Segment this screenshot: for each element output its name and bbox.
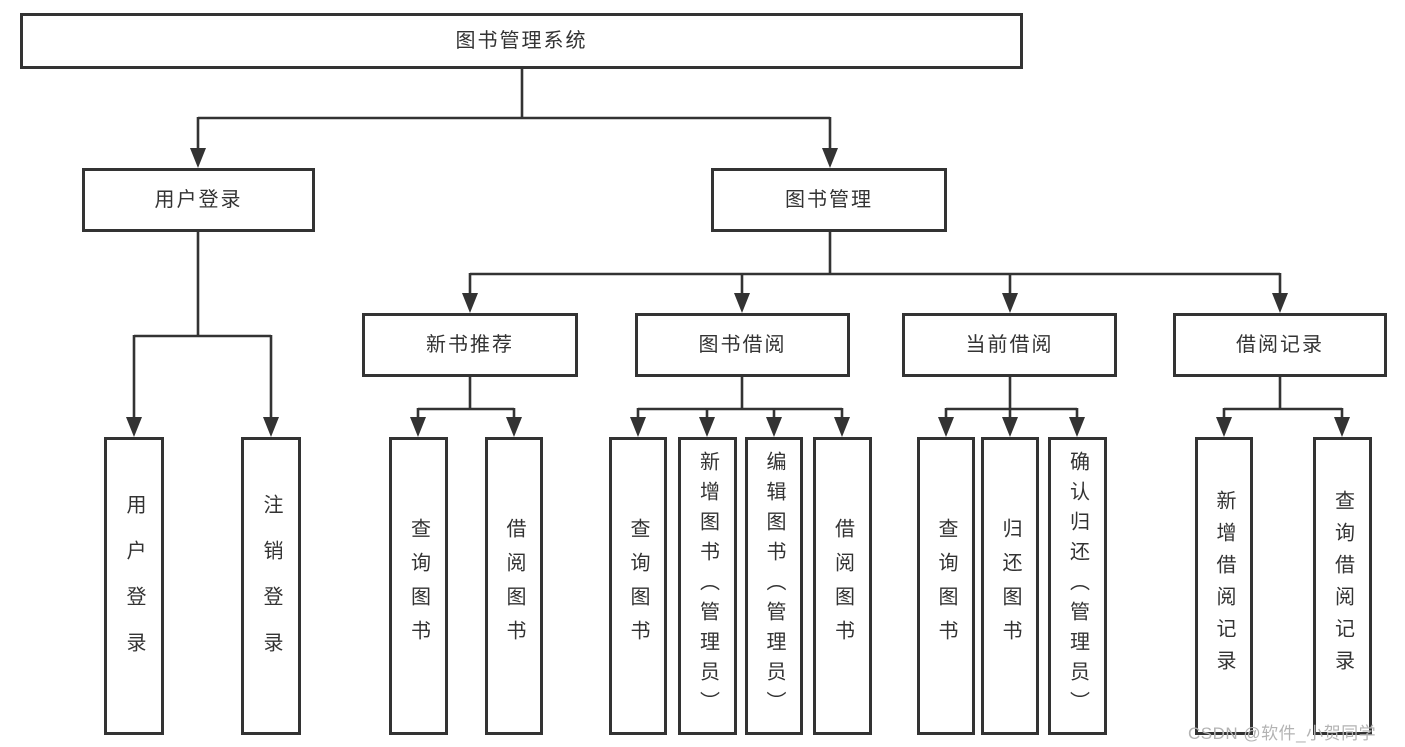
leaf-current-query-books-label: 查询图书 bbox=[935, 518, 957, 654]
node-book-borrowing: 图书借阅 bbox=[635, 313, 850, 377]
leaf-current-query-books: 查询图书 bbox=[917, 437, 975, 735]
leaf-add-borrow-record-label: 新增借阅记录 bbox=[1213, 490, 1235, 682]
node-current-borrowing-label: 当前借阅 bbox=[965, 334, 1054, 356]
leaf-borrowing-query-books-label: 查询图书 bbox=[627, 518, 649, 654]
leaf-recommend-query-books: 查询图书 bbox=[389, 437, 448, 735]
arrowhead-icons bbox=[126, 148, 1350, 437]
leaf-add-books-admin-label: 新增图书（管理员） bbox=[696, 451, 719, 721]
node-borrowing-records-label: 借阅记录 bbox=[1236, 334, 1324, 356]
leaf-logout: 注销登录 bbox=[241, 437, 301, 735]
leaf-borrowing-borrow-books-label: 借阅图书 bbox=[831, 518, 854, 654]
leaf-edit-books-admin-label: 编辑图书（管理员） bbox=[763, 451, 785, 721]
leaf-recommend-borrow-books: 借阅图书 bbox=[485, 437, 543, 735]
node-user-login: 用户登录 bbox=[82, 168, 315, 232]
node-root: 图书管理系统 bbox=[20, 13, 1023, 69]
node-new-book-recommendation: 新书推荐 bbox=[362, 313, 578, 377]
node-book-management: 图书管理 bbox=[711, 168, 947, 232]
leaf-confirm-return-admin-label: 确认归还（管理员） bbox=[1066, 451, 1089, 721]
leaf-query-borrow-record-label: 查询借阅记录 bbox=[1331, 490, 1354, 682]
leaf-borrowing-borrow-books: 借阅图书 bbox=[813, 437, 872, 735]
leaf-borrowing-query-books: 查询图书 bbox=[609, 437, 667, 735]
node-user-login-label: 用户登录 bbox=[154, 189, 243, 211]
node-new-book-recommendation-label: 新书推荐 bbox=[426, 334, 514, 356]
node-book-management-label: 图书管理 bbox=[785, 189, 873, 211]
node-root-label: 图书管理系统 bbox=[455, 30, 588, 52]
leaf-user-login-label: 用户登录 bbox=[123, 494, 145, 678]
leaf-edit-books-admin: 编辑图书（管理员） bbox=[745, 437, 803, 735]
node-book-borrowing-label: 图书借阅 bbox=[698, 334, 787, 356]
leaf-user-login: 用户登录 bbox=[104, 437, 164, 735]
leaf-query-borrow-record: 查询借阅记录 bbox=[1313, 437, 1372, 735]
csdn-watermark: CSDN @软件_小贺同学 bbox=[1188, 724, 1377, 743]
leaf-recommend-query-books-label: 查询图书 bbox=[407, 518, 430, 654]
leaf-logout-label: 注销登录 bbox=[260, 494, 282, 678]
leaf-add-borrow-record: 新增借阅记录 bbox=[1195, 437, 1253, 735]
leaf-add-books-admin: 新增图书（管理员） bbox=[678, 437, 737, 735]
leaf-return-books: 归还图书 bbox=[981, 437, 1039, 735]
node-borrowing-records: 借阅记录 bbox=[1173, 313, 1387, 377]
leaf-confirm-return-admin: 确认归还（管理员） bbox=[1048, 437, 1107, 735]
node-current-borrowing: 当前借阅 bbox=[902, 313, 1117, 377]
leaf-recommend-borrow-books-label: 借阅图书 bbox=[503, 518, 525, 654]
leaf-return-books-label: 归还图书 bbox=[999, 518, 1021, 654]
